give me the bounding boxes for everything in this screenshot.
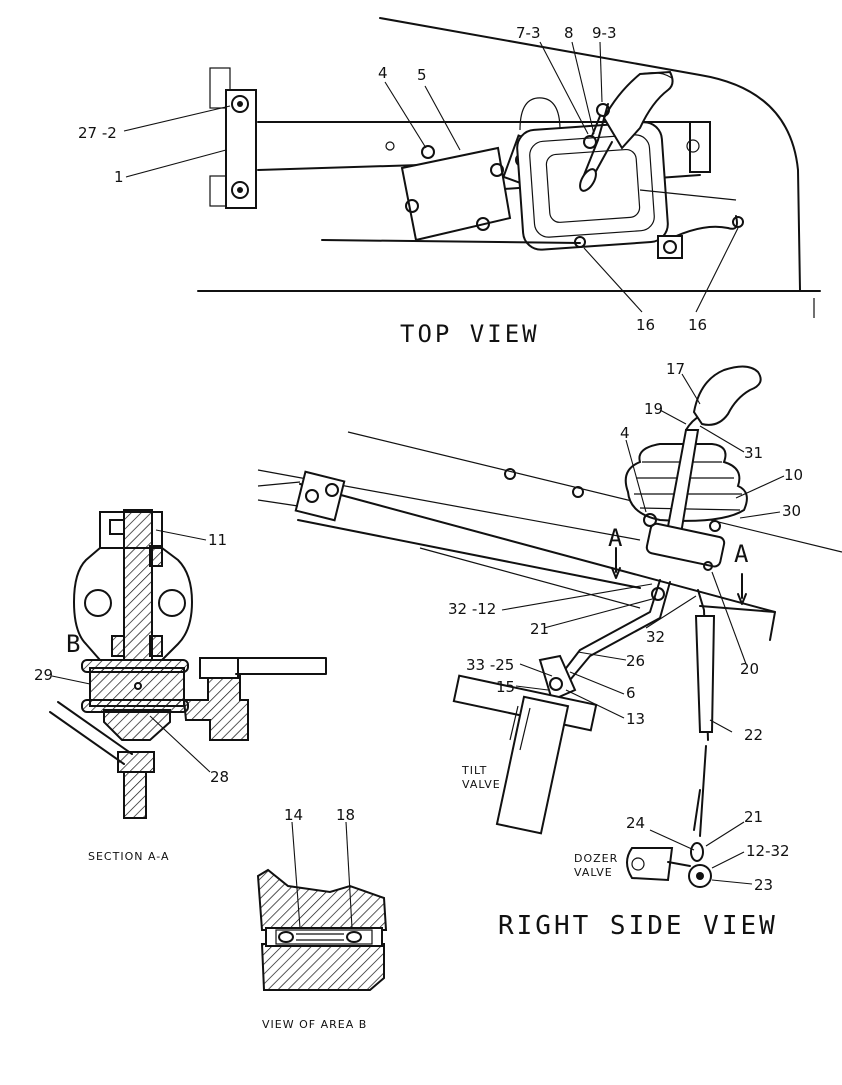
- callout-32: 32: [646, 628, 665, 646]
- callout-7-3: 7-3: [516, 24, 541, 42]
- callout-22: 22: [744, 726, 763, 744]
- section-mark-a-right: A: [734, 540, 751, 568]
- callout-13: 13: [626, 710, 645, 728]
- callout-31: 31: [744, 444, 763, 462]
- callout-6: 6: [626, 684, 636, 702]
- callout-24: 24: [626, 814, 645, 832]
- callout-28: 28: [210, 768, 229, 786]
- right-side-view: 17 19 4 31 10 30 A A 32 -12 21 32 26 20 …: [257, 360, 842, 941]
- callout-32-12: 32 -12: [448, 600, 496, 618]
- section-mark-a-left: A: [608, 524, 625, 552]
- section-a-a-title: SECTION A-A: [88, 850, 170, 863]
- callout-20: 20: [740, 660, 759, 678]
- callout-14: 14: [284, 806, 303, 824]
- callout-11: 11: [208, 531, 227, 549]
- section-mark-b: B: [66, 630, 83, 658]
- callout-4: 4: [378, 64, 388, 82]
- dozer-valve-label-2: VALVE: [574, 866, 613, 879]
- callout-21-dozer: 21: [744, 808, 763, 826]
- callout-16-b: 16: [688, 316, 707, 334]
- callout-26: 26: [626, 652, 645, 670]
- callout-1: 1: [114, 168, 124, 186]
- callout-19: 19: [644, 400, 663, 418]
- callout-5: 5: [417, 66, 427, 84]
- callout-10: 10: [784, 466, 803, 484]
- callout-16-a: 16: [636, 316, 655, 334]
- view-of-area-b-title: VIEW OF AREA B: [262, 1018, 367, 1031]
- top-view: 27 -2 1 4 5 7-3 8 9-3 16 16 TOP VIEW: [78, 17, 821, 348]
- dozer-valve-label-1: DOZER: [574, 852, 618, 865]
- tilt-valve-label-2: VALVE: [462, 778, 501, 791]
- top-view-title: TOP VIEW: [400, 320, 540, 348]
- callout-23: 23: [754, 876, 773, 894]
- callout-21-side: 21: [530, 620, 549, 638]
- callout-12-32: 12-32: [746, 842, 790, 860]
- section-a-a: 11 B 29 28 SECTION A-A: [34, 509, 327, 863]
- callout-18: 18: [336, 806, 355, 824]
- callout-8: 8: [564, 24, 574, 42]
- callout-27-2: 27 -2: [78, 124, 117, 142]
- callout-4-side: 4: [620, 424, 630, 442]
- callout-29: 29: [34, 666, 53, 684]
- view-of-area-b: 14 18 VIEW OF AREA B: [256, 806, 388, 1031]
- tilt-valve-label-1: TILT: [461, 764, 487, 777]
- callout-9-3: 9-3: [592, 24, 617, 42]
- callout-30: 30: [782, 502, 801, 520]
- callout-15: 15: [496, 678, 515, 696]
- callout-33-25: 33 -25: [466, 656, 514, 674]
- right-side-view-title: RIGHT SIDE VIEW: [498, 911, 778, 941]
- callout-17: 17: [666, 360, 685, 378]
